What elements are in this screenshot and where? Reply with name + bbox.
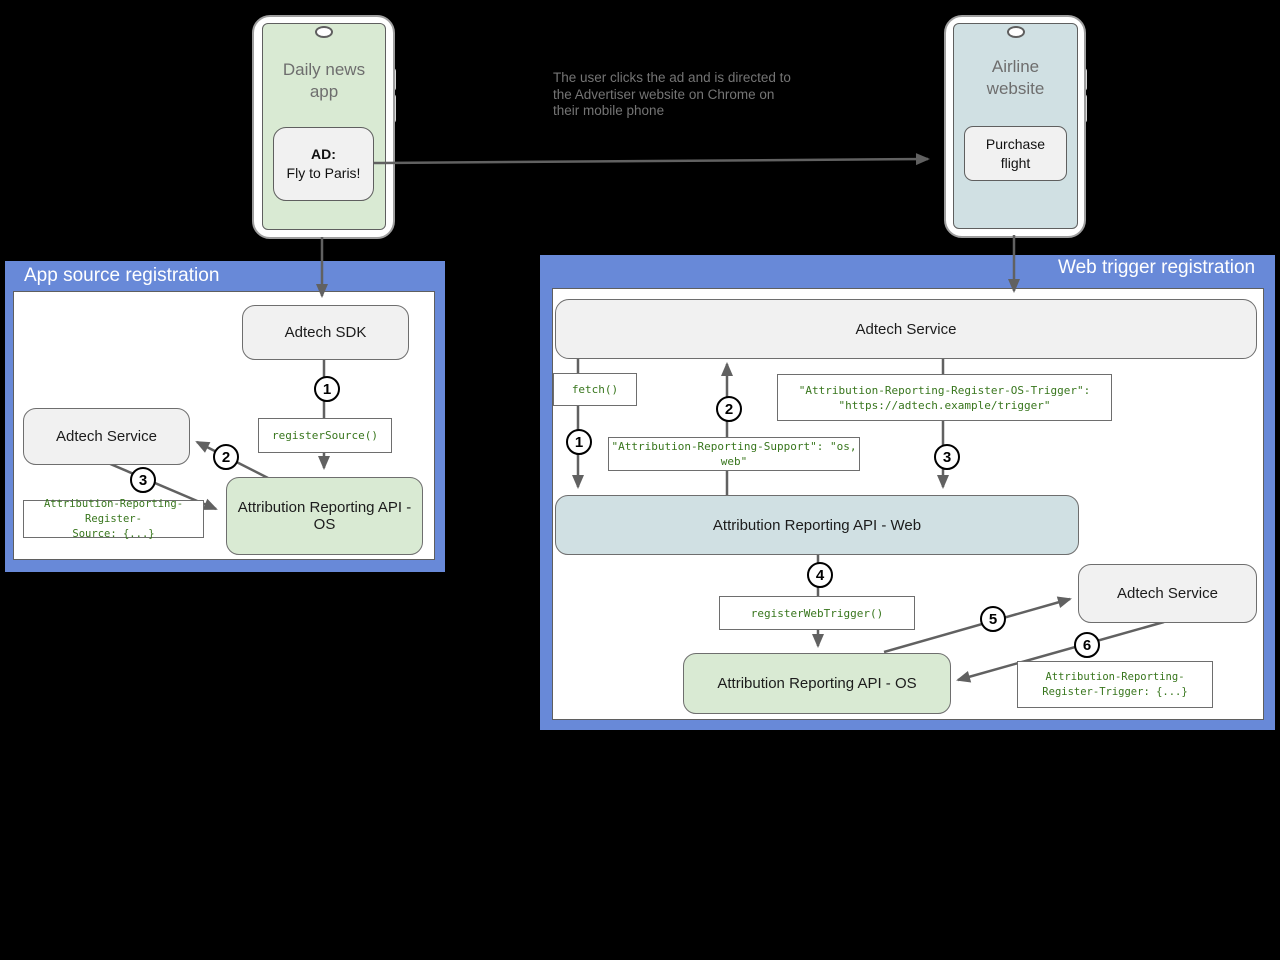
step-3-badge: 3 xyxy=(130,467,156,493)
step-2-badge: 2 xyxy=(716,396,742,422)
step-2-badge: 2 xyxy=(213,444,239,470)
camera-dot-icon xyxy=(315,26,333,38)
node-adtech-service-right: Adtech Service xyxy=(1078,564,1257,623)
airline-site-title: Airline website xyxy=(986,57,1045,98)
node-ara-os-right: Attribution Reporting API - OS xyxy=(683,653,951,714)
news-phone-screen: Daily news app AD: Fly to Paris! xyxy=(262,23,386,230)
step-4-badge: 4 xyxy=(807,562,833,588)
news-app-title: Daily news app xyxy=(282,60,366,101)
camera-dot-icon xyxy=(1007,26,1025,38)
ad-heading: AD: xyxy=(311,146,336,162)
airline-phone-screen: Airline website Purchase flight xyxy=(953,23,1078,229)
code-os-trigger-header: "Attribution-Reporting-Register-OS-Trigg… xyxy=(777,374,1112,421)
step-5-badge: 5 xyxy=(980,606,1006,632)
arrow-ad-click xyxy=(373,153,930,166)
node-ara-web: Attribution Reporting API - Web xyxy=(555,495,1079,555)
ad-card: AD: Fly to Paris! xyxy=(273,127,374,201)
web-trigger-panel-title: Web trigger registration xyxy=(1058,257,1256,278)
app-source-panel-title: App source registration xyxy=(24,265,220,286)
code-register-source: registerSource() xyxy=(258,418,392,453)
user-click-caption: The user clicks the ad and is directed t… xyxy=(553,70,791,118)
code-support-header: "Attribution-Reporting-Support": "os, we… xyxy=(608,437,860,471)
purchase-flight-card: Purchase flight xyxy=(964,126,1067,181)
code-register-source-header: Attribution-Reporting-Register- Source: … xyxy=(23,498,204,540)
step-1-badge: 1 xyxy=(566,429,592,455)
step-1-badge: 1 xyxy=(314,376,340,402)
node-ara-os-left: Attribution Reporting API - OS xyxy=(226,477,423,555)
code-register-trigger-header: Attribution-Reporting- Register-Trigger:… xyxy=(1017,661,1213,708)
node-adtech-service-left: Adtech Service xyxy=(23,408,190,465)
code-register-web-trigger: registerWebTrigger() xyxy=(719,596,915,630)
node-adtech-sdk: Adtech SDK xyxy=(242,305,409,360)
node-adtech-service-top: Adtech Service xyxy=(555,299,1257,359)
ad-text: Fly to Paris! xyxy=(286,165,361,181)
step-3-badge: 3 xyxy=(934,444,960,470)
code-fetch: fetch() xyxy=(553,373,637,406)
step-6-badge: 6 xyxy=(1074,632,1100,658)
